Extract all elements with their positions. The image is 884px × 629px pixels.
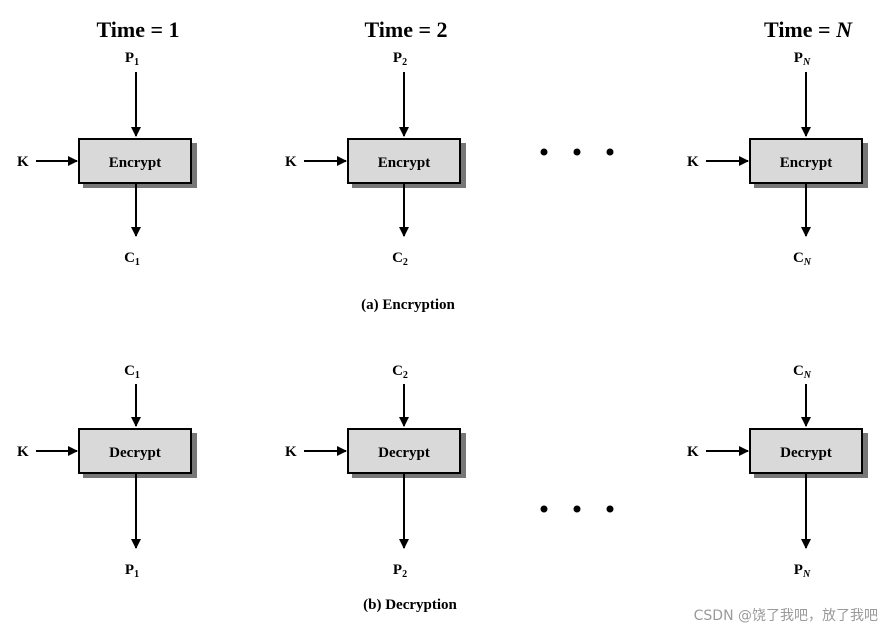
- time-label-2: Time = 2: [364, 17, 447, 42]
- decrypt-output-n: PN: [794, 562, 811, 580]
- encrypt-key-1: K: [17, 154, 29, 170]
- decrypt-column-2: C2 Decrypt K P2: [285, 363, 466, 580]
- encrypt-ellipsis-dot-3: [606, 148, 614, 156]
- decrypt-output-1: P1: [125, 562, 139, 580]
- encrypt-box-2: [347, 138, 461, 184]
- encrypt-ellipsis-dot-2: [573, 148, 581, 156]
- encrypt-box-1: [78, 138, 192, 184]
- encrypt-output-1: C1: [124, 250, 140, 268]
- encrypt-box-label-n: Encrypt: [780, 155, 833, 171]
- time-label-n: Time = N: [764, 17, 853, 42]
- encryption-caption: (a) Encryption: [361, 297, 455, 313]
- encrypt-input-2: P2: [393, 50, 407, 68]
- decrypt-box-1: [78, 428, 192, 474]
- decrypt-box-label-1: Decrypt: [109, 445, 161, 461]
- watermark: CSDN @饶了我吧，放了我吧: [694, 608, 878, 624]
- decrypt-key-n: K: [687, 444, 699, 460]
- decrypt-ellipsis-dot-2: [573, 505, 581, 513]
- encrypt-key-2: K: [285, 154, 297, 170]
- encrypt-box-n: [749, 138, 863, 184]
- decryption-section: C1 Decrypt K P1 C2 Decrypt K: [17, 363, 868, 613]
- decrypt-key-2: K: [285, 444, 297, 460]
- encrypt-box-label-1: Encrypt: [109, 155, 162, 171]
- decrypt-ellipsis-dot-3: [606, 505, 614, 513]
- decrypt-ellipsis-dot-1: [540, 505, 548, 513]
- encrypt-ellipsis: [540, 148, 614, 156]
- decrypt-column-1: C1 Decrypt K P1: [17, 363, 197, 580]
- decrypt-input-n: CN: [793, 363, 812, 381]
- encrypt-ellipsis-dot-1: [540, 148, 548, 156]
- encrypt-key-n: K: [687, 154, 699, 170]
- decrypt-ellipsis: [540, 505, 614, 513]
- time-label-1: Time = 1: [96, 17, 179, 42]
- decrypt-box-label-n: Decrypt: [780, 445, 832, 461]
- encrypt-column-2: P2 Encrypt K C2: [285, 50, 466, 268]
- decrypt-key-1: K: [17, 444, 29, 460]
- decrypt-input-1: C1: [124, 363, 140, 381]
- encrypt-input-n: PN: [794, 50, 811, 68]
- decryption-caption: (b) Decryption: [363, 597, 457, 613]
- encrypt-column-1: P1 Encrypt K C1: [17, 50, 197, 268]
- decrypt-box-label-2: Decrypt: [378, 445, 430, 461]
- decrypt-column-n: CN Decrypt K PN: [687, 363, 868, 580]
- decrypt-box-n: [749, 428, 863, 474]
- encrypt-box-label-2: Encrypt: [378, 155, 431, 171]
- encrypt-output-n: CN: [793, 250, 812, 268]
- encrypt-input-1: P1: [125, 50, 139, 68]
- encryption-section: P1 Encrypt K C1 P2 Encrypt K: [17, 50, 868, 313]
- decrypt-input-2: C2: [392, 363, 408, 381]
- encrypt-output-2: C2: [392, 250, 408, 268]
- decrypt-output-2: P2: [393, 562, 407, 580]
- decrypt-box-2: [347, 428, 461, 474]
- encrypt-column-n: PN Encrypt K CN: [687, 50, 868, 268]
